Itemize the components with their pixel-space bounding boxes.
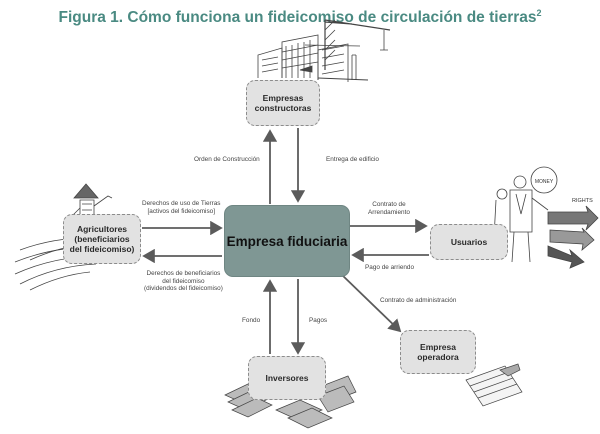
label-contrato-arrendamiento: Contrato de Arrendamiento <box>368 201 410 216</box>
node-agricultores-line3: del fideicomiso) <box>69 244 135 255</box>
figure-title-text: Figura 1. Cómo funciona un fideicomiso d… <box>58 9 537 27</box>
label-fondo: Fondo <box>242 317 261 324</box>
label-derechos-beneficiarios: Derechos de beneficiarios del fideicomis… <box>144 270 223 293</box>
node-usuarios: Usuarios <box>430 224 508 260</box>
node-usuarios-label: Usuarios <box>450 236 488 247</box>
documents-illustration <box>465 363 523 407</box>
arrow-contrato-administracion <box>339 272 402 333</box>
label-contrato-arrendamiento-line1: Contrato de <box>372 201 406 208</box>
figure-title: Figura 1. Cómo funciona un fideicomiso d… <box>0 8 600 27</box>
label-contrato-administracion: Contrato de administración <box>380 297 457 304</box>
money-sign-text: MONEY <box>535 179 554 185</box>
node-inversores-label: Inversores <box>265 372 309 383</box>
label-contrato-arrendamiento-line2: Arrendamiento <box>368 208 410 216</box>
node-empresa-fiduciaria: Empresa fiduciaria <box>224 205 350 277</box>
label-pago-arriendo: Pago de arriendo <box>365 264 415 271</box>
construction-illustration <box>257 19 391 82</box>
node-operadora-line1: Empresa <box>420 341 456 352</box>
label-derechos-beneficiarios-line1: Derechos de beneficiarios <box>146 270 221 277</box>
rights-sign-text: RIGHTS <box>572 198 593 204</box>
arrows <box>142 128 429 355</box>
label-pagos: Pagos <box>309 317 328 324</box>
business-illustration: MONEY RIGHTS <box>493 166 599 269</box>
node-agricultores-line2: (beneficiarios <box>74 233 130 244</box>
node-agricultores-line1: Agricultores <box>76 223 128 234</box>
label-derechos-uso: Derechos de uso de Tierras [activos del … <box>142 200 221 215</box>
node-constructoras-line1: Empresas <box>262 92 304 103</box>
label-entrega-edificio: Entrega de edificio <box>326 156 379 163</box>
figure-title-footnote: 2 <box>536 8 542 18</box>
node-operadora-line2: operadora <box>417 352 459 362</box>
label-orden-construccion: Orden de Construcción <box>194 156 260 163</box>
label-derechos-uso-line1: Derechos de uso de Tierras <box>142 200 221 207</box>
label-derechos-uso-line2: [activos del fideicomiso] <box>147 207 216 215</box>
label-derechos-beneficiarios-line3: (dividendos del fideicomiso) <box>144 285 223 293</box>
label-derechos-beneficiarios-line2: del fideicomiso <box>162 277 205 285</box>
node-inversores: Inversores <box>248 356 326 400</box>
node-fiduciaria-label: Empresa fiduciaria <box>226 233 348 249</box>
node-constructoras-line2: constructoras <box>254 103 312 113</box>
